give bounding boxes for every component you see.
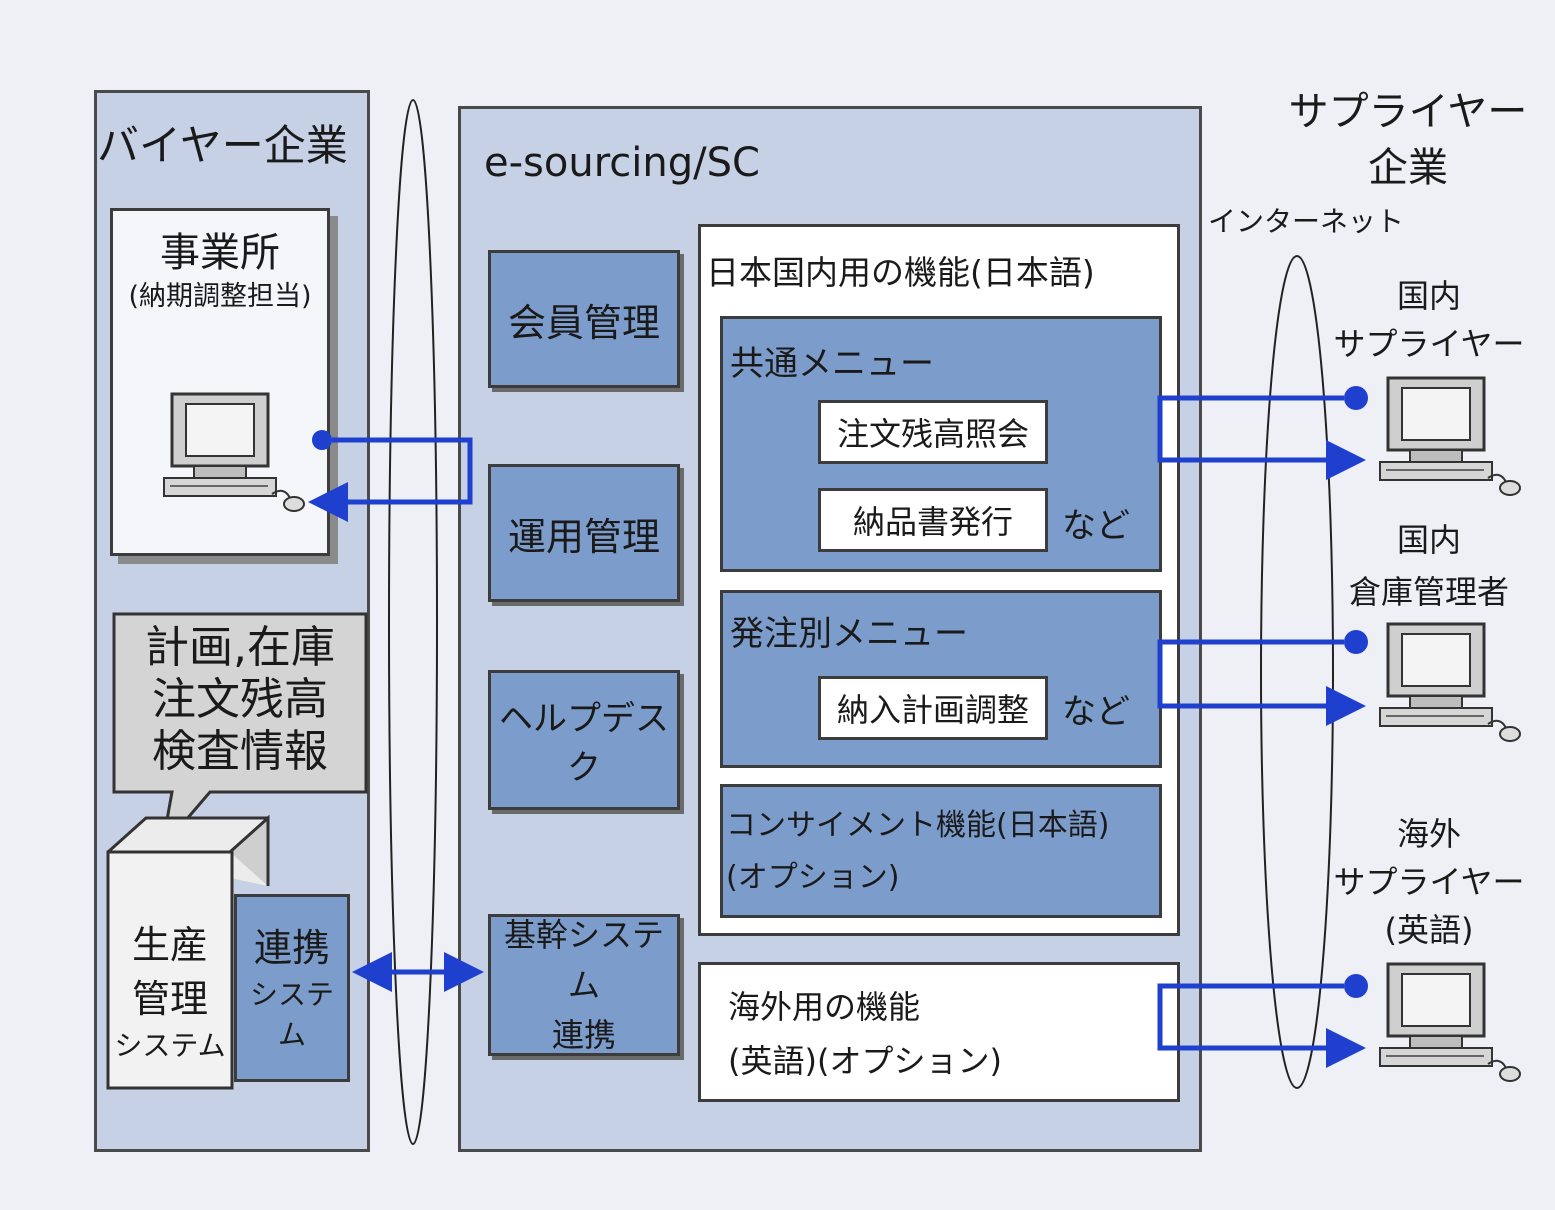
overseas-supplier-line-2: サプライヤー [1333,863,1525,901]
link-system-line-1: 連携 [253,926,330,970]
core-system-line-1: 基幹システム [503,916,664,1004]
supplier-title-line-1: サプライヤー [1288,89,1528,135]
domestic-supplier-label: 国内 サプライヤー [1320,272,1538,368]
order-menu-etc: など [1062,692,1130,732]
delivery-note-tag: 納品書発行 [818,488,1048,552]
callout-line-1: 計画,在庫 [145,622,335,673]
production-system-label: 生産 管理 システム [108,918,232,1066]
delivery-plan-tag: 納入計画調整 [818,676,1048,740]
order-menu-title: 発注別メニュー [730,614,968,654]
consignment-box [720,784,1162,918]
callout-line-2: 注文残高 [152,674,328,725]
order-balance-inquiry-tag: 注文残高照会 [818,400,1048,464]
consignment-line-2: (オプション) [726,860,900,895]
link-system-line-2: システム [249,978,334,1051]
link-system-box: 連携 システム [234,894,350,1082]
overseas-supplier-line-1: 海外 [1396,815,1461,853]
office-subtitle: (納期調整担当) [128,281,312,312]
helpdesk-module: ヘルプデスク [488,670,680,810]
common-menu-title: 共通メニュー [730,344,934,384]
callout-text: 計画,在庫 注文残高 検査情報 [114,622,366,778]
supplier-title-line-2: 企業 [1368,145,1448,191]
buyer-title: バイヤー企業 [97,121,348,170]
office-arrow [308,430,473,522]
overseas-supplier-label: 海外 サプライヤー (英語) [1320,810,1538,954]
internet-label: インターネット [1208,205,1405,238]
overseas-line-2: (英語)(オプション) [728,1042,1002,1080]
warehouse-line-2: 倉庫管理者 [1348,573,1509,611]
consignment-text: コンサイメント機能(日本語) (オプション) [726,800,1109,904]
warehouse-arrow [1157,630,1368,726]
core-system-line-2: 連携 [551,1016,616,1054]
consignment-line-1: コンサイメント機能(日本語) [726,808,1110,843]
domestic-supplier-line-1: 国内 [1396,277,1461,315]
operation-management-module: 運用管理 [488,464,680,602]
core-system-link-module: 基幹システム 連携 [488,914,680,1056]
production-line-3: システム [114,1029,226,1062]
member-management-module: 会員管理 [488,250,680,388]
overseas-line-1: 海外用の機能 [728,988,921,1026]
overseas-supplier-line-3: (英語) [1384,911,1474,949]
production-line-1: 生産 [131,923,208,967]
warehouse-label: 国内 倉庫管理者 [1320,514,1538,618]
warehouse-line-1: 国内 [1396,521,1461,559]
esourcing-title: e-sourcing/SC [484,140,760,186]
production-line-2: 管理 [131,977,208,1021]
common-menu-etc: など [1062,506,1130,546]
domestic-supplier-arrow [1157,386,1368,480]
callout-line-3: 検査情報 [152,726,328,777]
overseas-supplier-arrow [1157,974,1368,1068]
office-title: 事業所 [160,230,280,276]
overseas-functions-box [698,962,1180,1102]
overseas-functions-text: 海外用の機能 (英語)(オプション) [728,980,1002,1088]
domestic-functions-title: 日本国内用の機能(日本語) [706,253,1095,292]
network-ellipse-left [388,99,438,1145]
domestic-supplier-line-2: サプライヤー [1333,325,1525,363]
internet-ellipse [1260,255,1334,1089]
supplier-company-title: サプライヤー 企業 [1270,84,1546,196]
